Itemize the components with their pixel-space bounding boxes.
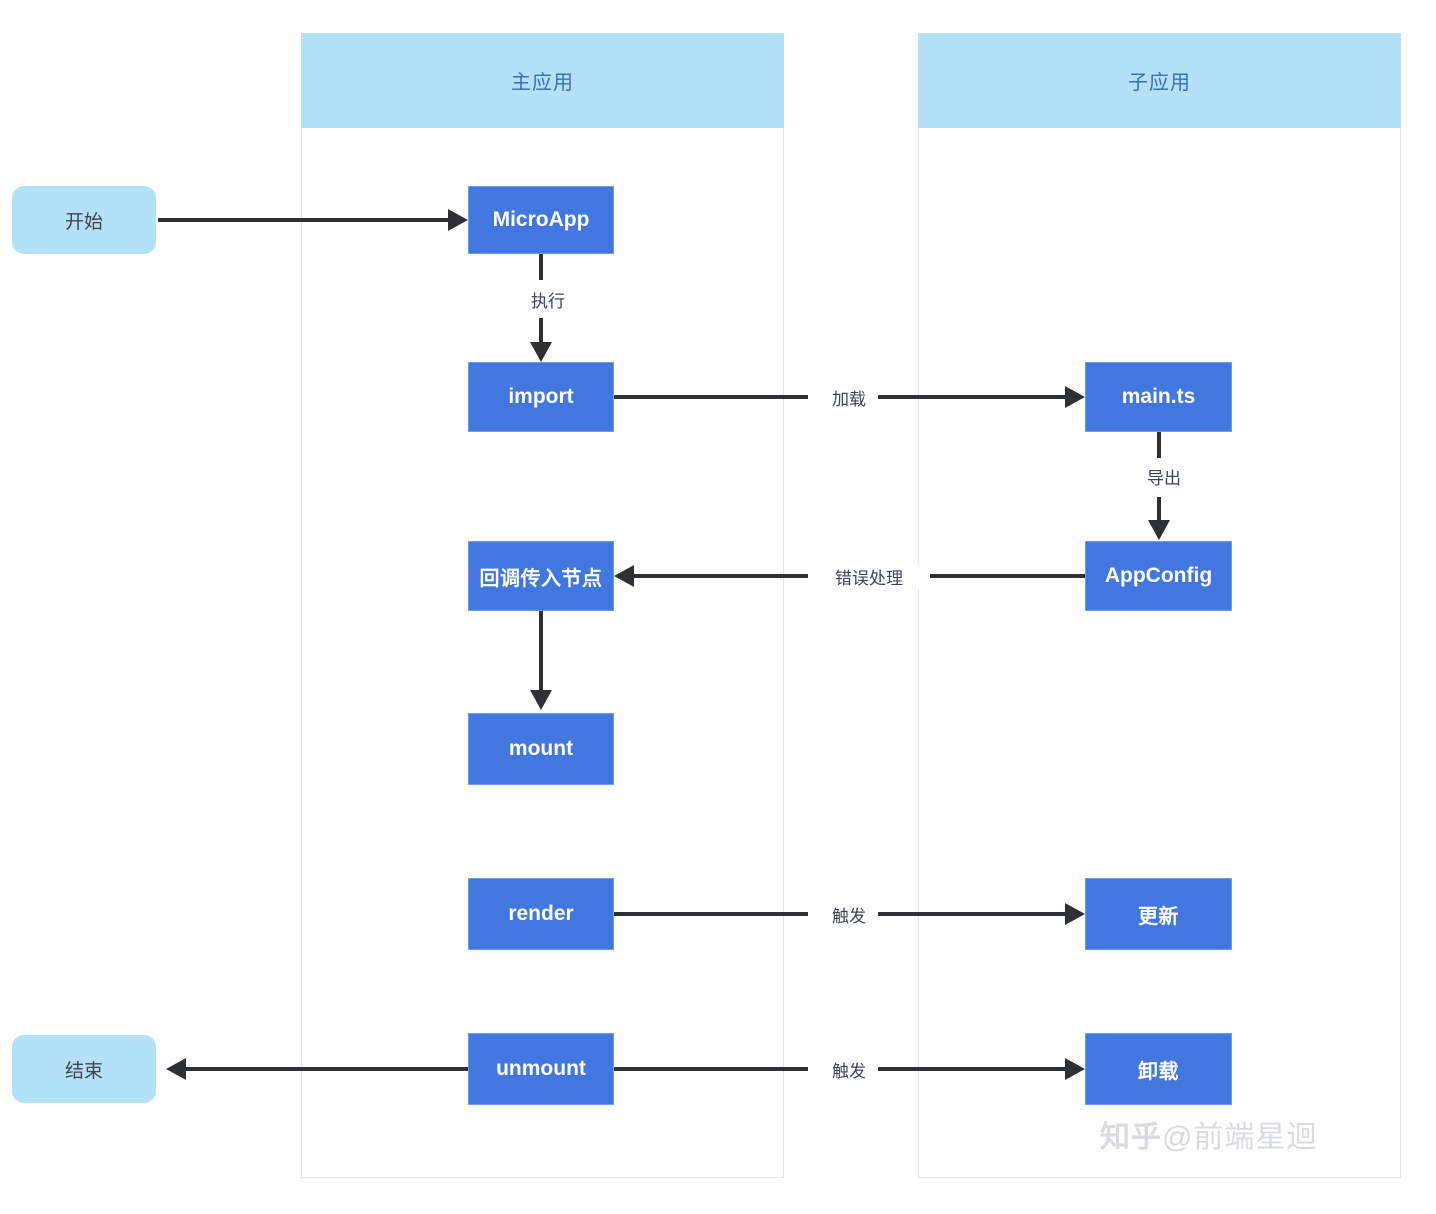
- lane-title-sub-app: 子应用: [1128, 72, 1191, 94]
- edge-unmount-to-end: [186, 1067, 468, 1071]
- node-uninstall[interactable]: 卸载: [1085, 1033, 1232, 1105]
- edge-label-trigger-unmount-text: 触发: [832, 1062, 866, 1081]
- edge-maints-to-appconfig-arrowhead: [1148, 520, 1170, 540]
- node-unmount[interactable]: unmount: [468, 1033, 614, 1105]
- edge-label-error-handling: 错误处理: [808, 564, 930, 589]
- node-start[interactable]: 开始: [12, 186, 156, 254]
- edge-label-trigger-render: 触发: [808, 902, 890, 927]
- edge-callback-to-mount: [539, 611, 543, 692]
- edge-unmount-to-uninstall-arrowhead: [1065, 1058, 1085, 1080]
- edge-appconfig-to-callback-right: [918, 574, 1085, 578]
- edge-render-to-update-right: [878, 912, 1065, 916]
- watermark-handle: @前端星迴: [1162, 1121, 1318, 1154]
- watermark: 知乎@前端星迴: [1100, 1112, 1317, 1156]
- node-render[interactable]: render: [468, 878, 614, 950]
- node-update-label: 更新: [1138, 905, 1179, 928]
- node-unmount-label: unmount: [496, 1057, 586, 1080]
- node-callback-node[interactable]: 回调传入节点: [468, 541, 614, 611]
- node-mount-label: mount: [508, 737, 574, 760]
- edge-label-execute: 执行: [490, 287, 606, 312]
- edge-appconfig-to-callback-arrowhead: [614, 565, 634, 587]
- node-import-label: import: [508, 385, 574, 408]
- node-app-config[interactable]: AppConfig: [1085, 541, 1232, 611]
- edge-label-load: 加载: [808, 385, 890, 410]
- edge-label-execute-text: 执行: [531, 292, 565, 311]
- edge-render-to-update-left: [614, 912, 808, 916]
- node-main-ts-label: main.ts: [1121, 385, 1196, 408]
- node-main-ts[interactable]: main.ts: [1085, 362, 1232, 432]
- edge-label-error-handling-text: 错误处理: [835, 569, 903, 588]
- node-callback-node-label: 回调传入节点: [479, 567, 603, 590]
- edge-import-to-maints-left: [614, 395, 808, 399]
- node-app-config-label: AppConfig: [1104, 564, 1213, 587]
- edge-label-trigger-unmount: 触发: [808, 1057, 890, 1082]
- edge-maints-to-appconfig-upper: [1157, 432, 1161, 458]
- lane-header-main-app: 主应用: [301, 33, 784, 128]
- edge-microapp-to-import-arrowhead: [530, 342, 552, 362]
- node-start-label: 开始: [64, 211, 103, 233]
- watermark-logo: 知乎: [1100, 1121, 1162, 1154]
- edge-microapp-to-import-lower: [539, 318, 543, 344]
- node-end[interactable]: 结束: [12, 1035, 156, 1103]
- node-microapp-label: MicroApp: [492, 208, 590, 231]
- edge-start-to-microapp: [158, 218, 448, 222]
- node-microapp[interactable]: MicroApp: [468, 186, 614, 254]
- edge-import-to-maints-arrowhead: [1065, 386, 1085, 408]
- edge-maints-to-appconfig-lower: [1157, 497, 1161, 522]
- edge-appconfig-to-callback-left: [634, 574, 808, 578]
- node-update[interactable]: 更新: [1085, 878, 1232, 950]
- edge-callback-to-mount-arrowhead: [530, 690, 552, 710]
- node-render-label: render: [508, 902, 574, 925]
- edge-start-to-microapp-arrowhead: [448, 209, 468, 231]
- edge-microapp-to-import-upper: [539, 254, 543, 280]
- edge-label-trigger-render-text: 触发: [832, 907, 866, 926]
- edge-label-load-text: 加载: [832, 390, 866, 409]
- edge-import-to-maints-right: [878, 395, 1065, 399]
- edge-label-export: 导出: [1108, 464, 1220, 489]
- edge-unmount-to-uninstall-right: [878, 1067, 1065, 1071]
- edge-unmount-to-end-arrowhead: [166, 1058, 186, 1080]
- node-mount[interactable]: mount: [468, 713, 614, 785]
- lane-sub-app: [918, 128, 1401, 1178]
- lane-title-main-app: 主应用: [511, 72, 574, 94]
- lane-header-sub-app: 子应用: [918, 33, 1401, 128]
- node-uninstall-label: 卸载: [1138, 1060, 1179, 1083]
- edge-unmount-to-uninstall-left: [614, 1067, 808, 1071]
- edge-label-export-text: 导出: [1147, 469, 1181, 488]
- node-end-label: 结束: [64, 1060, 103, 1082]
- node-import[interactable]: import: [468, 362, 614, 432]
- edge-render-to-update-arrowhead: [1065, 903, 1085, 925]
